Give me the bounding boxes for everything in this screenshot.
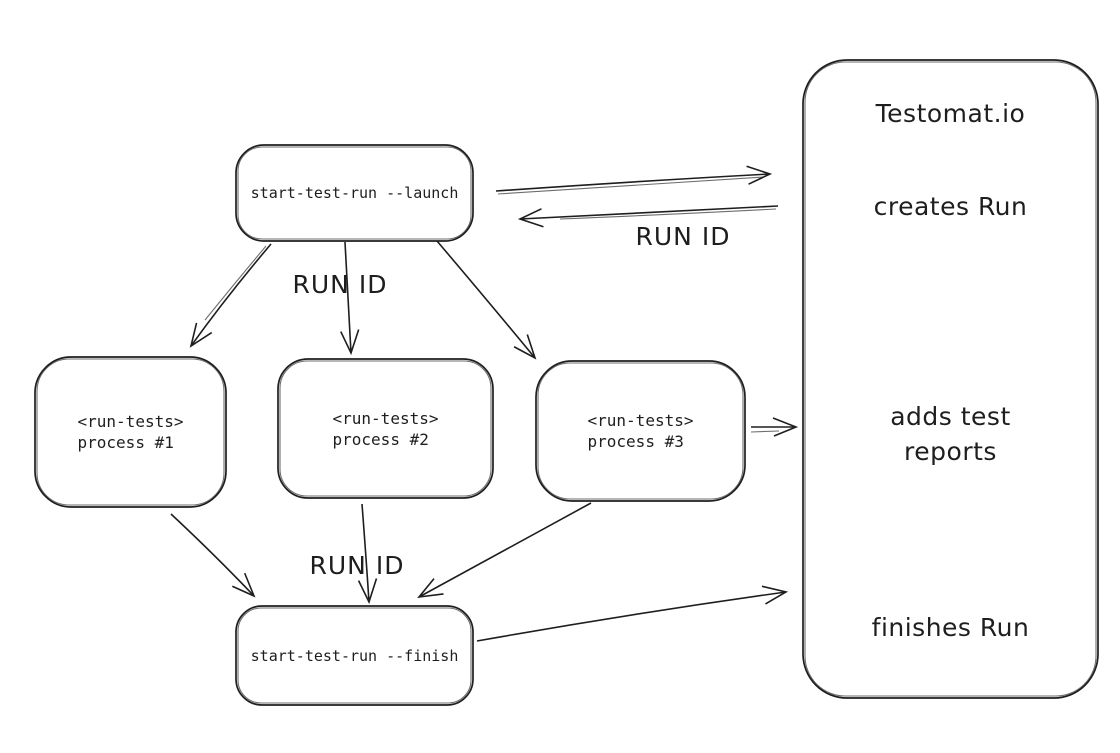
arrow-launch-to-testomat-sketch [497, 176, 765, 195]
run-id-label-bottom: RUN ID [309, 551, 405, 580]
testomat-step-creates-run: creates Run [873, 191, 1028, 221]
testomat-step-finishes-run: finishes Run [871, 612, 1030, 642]
node-process3-label: <run-tests> process #3 [587, 411, 694, 451]
node-process1-label: <run-tests> process #1 [77, 412, 184, 452]
testomat-step-adds-test-reports: adds test reports [890, 402, 1011, 466]
node-process1-shape-sketch [36, 358, 225, 506]
testomat-title: Testomat.io [875, 98, 1026, 128]
node-process2-label: <run-tests> process #2 [332, 408, 439, 449]
node-launch-label: start-test-run --launch [250, 184, 459, 202]
node-finish-shape [235, 605, 474, 706]
node-finish-shape-sketch [237, 607, 472, 704]
node-process1-shape [34, 356, 227, 508]
node-process2-shape-sketch [279, 360, 492, 497]
arrow-launch-to-process1 [189, 243, 272, 348]
arrow-process2-to-finish [357, 503, 378, 605]
node-finish-label: start-test-run --finish [250, 646, 459, 665]
diagram-connectors [170, 165, 799, 642]
run-id-label-return: RUN ID [635, 222, 731, 251]
node-process3-shape-sketch [537, 362, 744, 500]
node-testomat-shape [802, 59, 1099, 699]
node-process3-shape [535, 360, 746, 502]
arrow-process1-to-finish [170, 513, 256, 598]
arrow-testomat-to-launch-runid [517, 205, 779, 228]
diagram-node-shapes [34, 59, 1099, 706]
arrow-testomat-to-launch-sketch [559, 208, 777, 220]
node-launch-shape [235, 144, 474, 242]
run-id-label-top: RUN ID [292, 270, 388, 299]
arrow-launch-to-process2 [340, 241, 360, 356]
node-testomat-shape-sketch [804, 61, 1097, 697]
arrow-launch-to-process3 [436, 240, 537, 360]
arrow-process3-to-finish [417, 502, 592, 599]
arrow-finish-to-testomat [476, 585, 789, 642]
arrow-launch-to-testomat [495, 165, 773, 192]
node-process2-shape [277, 358, 494, 499]
arrow-process3-to-testomat-sketch [750, 430, 780, 433]
arrow-launch-to-process1-sketch [204, 245, 267, 321]
node-launch-shape-sketch [237, 146, 472, 240]
